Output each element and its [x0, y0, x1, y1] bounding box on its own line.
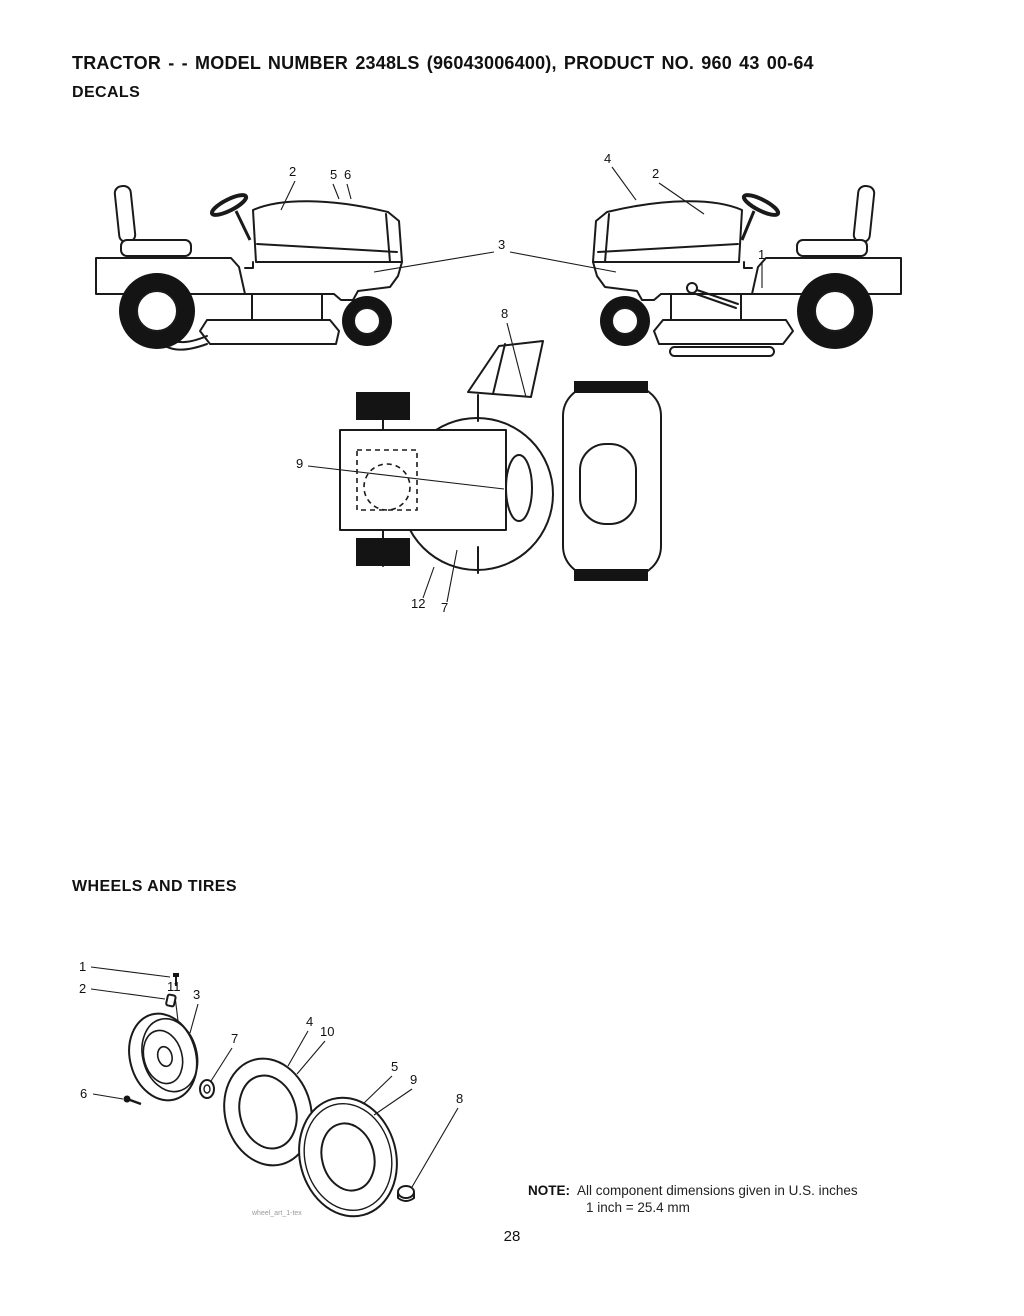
rear-wheel-hub	[136, 290, 178, 332]
top-wheel-bar	[356, 392, 410, 420]
callout-valve-cap: 8	[456, 1091, 463, 1106]
steering-wheel	[209, 193, 249, 217]
callout-right-hood-top: 4	[604, 151, 611, 166]
grille-line	[385, 213, 391, 263]
mower-deck	[199, 319, 340, 345]
valve-cap-part	[397, 1185, 415, 1202]
mower-deck	[653, 319, 794, 345]
callout-tire-inner-a: 4	[306, 1014, 313, 1029]
seat-cushion	[796, 239, 868, 257]
valve-stem-part	[165, 993, 177, 1008]
callout-right-hood: 2	[652, 166, 659, 181]
decals-callout-labels: 2 5 6 4 2 3 1 8 9 12 7	[289, 151, 765, 615]
wheels-diagram: wheel_art_1-tex 1 2 11 3 7 4	[79, 959, 463, 1218]
wheels-callout-labels: 1 2 11 3 7 4 10 5 9 8 6	[79, 959, 463, 1106]
seat-top-view	[579, 443, 637, 525]
note-line-2: 1 inch = 25.4 mm	[586, 1200, 690, 1215]
decals-leader-lines	[280, 166, 763, 603]
hood-crease	[597, 243, 739, 253]
front-wheel-hub	[611, 307, 639, 335]
wheels-leader-lines	[90, 966, 459, 1188]
left-tractor-figure	[95, 185, 403, 351]
callout-valve-stem: 2	[79, 981, 86, 996]
hood-crease	[256, 243, 398, 253]
callout-washer: 7	[231, 1031, 238, 1046]
frame-rail	[244, 261, 403, 301]
hitch-pivot	[686, 282, 698, 294]
tire-inner-part	[223, 1057, 313, 1167]
seat-cushion	[120, 239, 192, 257]
hitch-rod-a	[696, 289, 739, 305]
steering-column	[740, 210, 756, 241]
callout-axle-bolt: 6	[80, 1086, 87, 1101]
callout-center-panel: 3	[498, 237, 505, 252]
seat-back	[113, 185, 137, 243]
figure-watermark: wheel_art_1-tex	[251, 1210, 302, 1217]
top-view-figure	[339, 340, 662, 581]
callout-bottom-left: 12	[411, 596, 425, 611]
grille-line	[604, 213, 610, 263]
rear-body-bottom-bar	[574, 569, 648, 581]
callout-engine: 9	[296, 456, 303, 471]
note-text: All component dimensions given in U.S. i…	[577, 1183, 858, 1198]
frame-joint	[743, 261, 753, 269]
deck-skirt	[669, 346, 775, 357]
seat-back	[852, 185, 876, 243]
steering-wheel	[741, 193, 781, 217]
callout-rim-a: 11	[167, 979, 181, 994]
callout-right-fender: 1	[758, 247, 765, 262]
engine-outline-circle	[363, 463, 411, 511]
page-number: 28	[503, 1228, 521, 1245]
section-heading-decals: DECALS	[72, 84, 141, 101]
callout-tire-outer-a: 5	[391, 1059, 398, 1074]
right-tractor-figure	[592, 185, 902, 357]
cap-screw-part	[173, 973, 179, 986]
front-wheel-hub	[353, 307, 381, 335]
dimension-note: NOTE: All component dimensions given in U…	[528, 1182, 958, 1216]
chute-funnel	[467, 340, 544, 398]
hood	[252, 200, 403, 263]
note-label: NOTE:	[528, 1183, 570, 1198]
rear-wheel-hub	[814, 290, 856, 332]
frame-rail	[592, 261, 753, 301]
callout-rim-b: 3	[193, 987, 200, 1002]
tire-outer-part	[298, 1096, 398, 1218]
rim-part	[128, 1012, 199, 1102]
callout-cap-screw: 1	[79, 959, 86, 974]
hub-oval	[505, 454, 533, 522]
engine-outline-square	[356, 449, 418, 511]
hood	[592, 200, 743, 263]
note-line-1: NOTE: All component dimensions given in U…	[528, 1182, 958, 1199]
callout-left-hood: 2	[289, 164, 296, 179]
page-title: TRACTOR - - MODEL NUMBER 2348LS (9604300…	[72, 53, 814, 73]
callout-left-dash-a: 5	[330, 167, 337, 182]
hitch-rod-b	[695, 293, 737, 309]
washer-part	[199, 1079, 215, 1099]
steering-column	[234, 210, 252, 241]
decals-diagram: 2 5 6 4 2 3 1 8 9 12 7	[95, 151, 902, 615]
callout-left-dash-b: 6	[344, 167, 351, 182]
callout-tire-inner-b: 10	[320, 1024, 334, 1039]
axle-bolt-part	[123, 1095, 142, 1106]
bottom-wheel-bar	[356, 538, 410, 566]
section-heading-wheels: WHEELS AND TIRES	[72, 878, 237, 895]
frame-joint	[244, 261, 254, 269]
callout-chute: 8	[501, 306, 508, 321]
chute-inner-line	[492, 343, 506, 395]
rear-body-top-bar	[574, 381, 648, 393]
callout-tire-outer-b: 9	[410, 1072, 417, 1087]
callout-bottom-right: 7	[441, 600, 448, 615]
